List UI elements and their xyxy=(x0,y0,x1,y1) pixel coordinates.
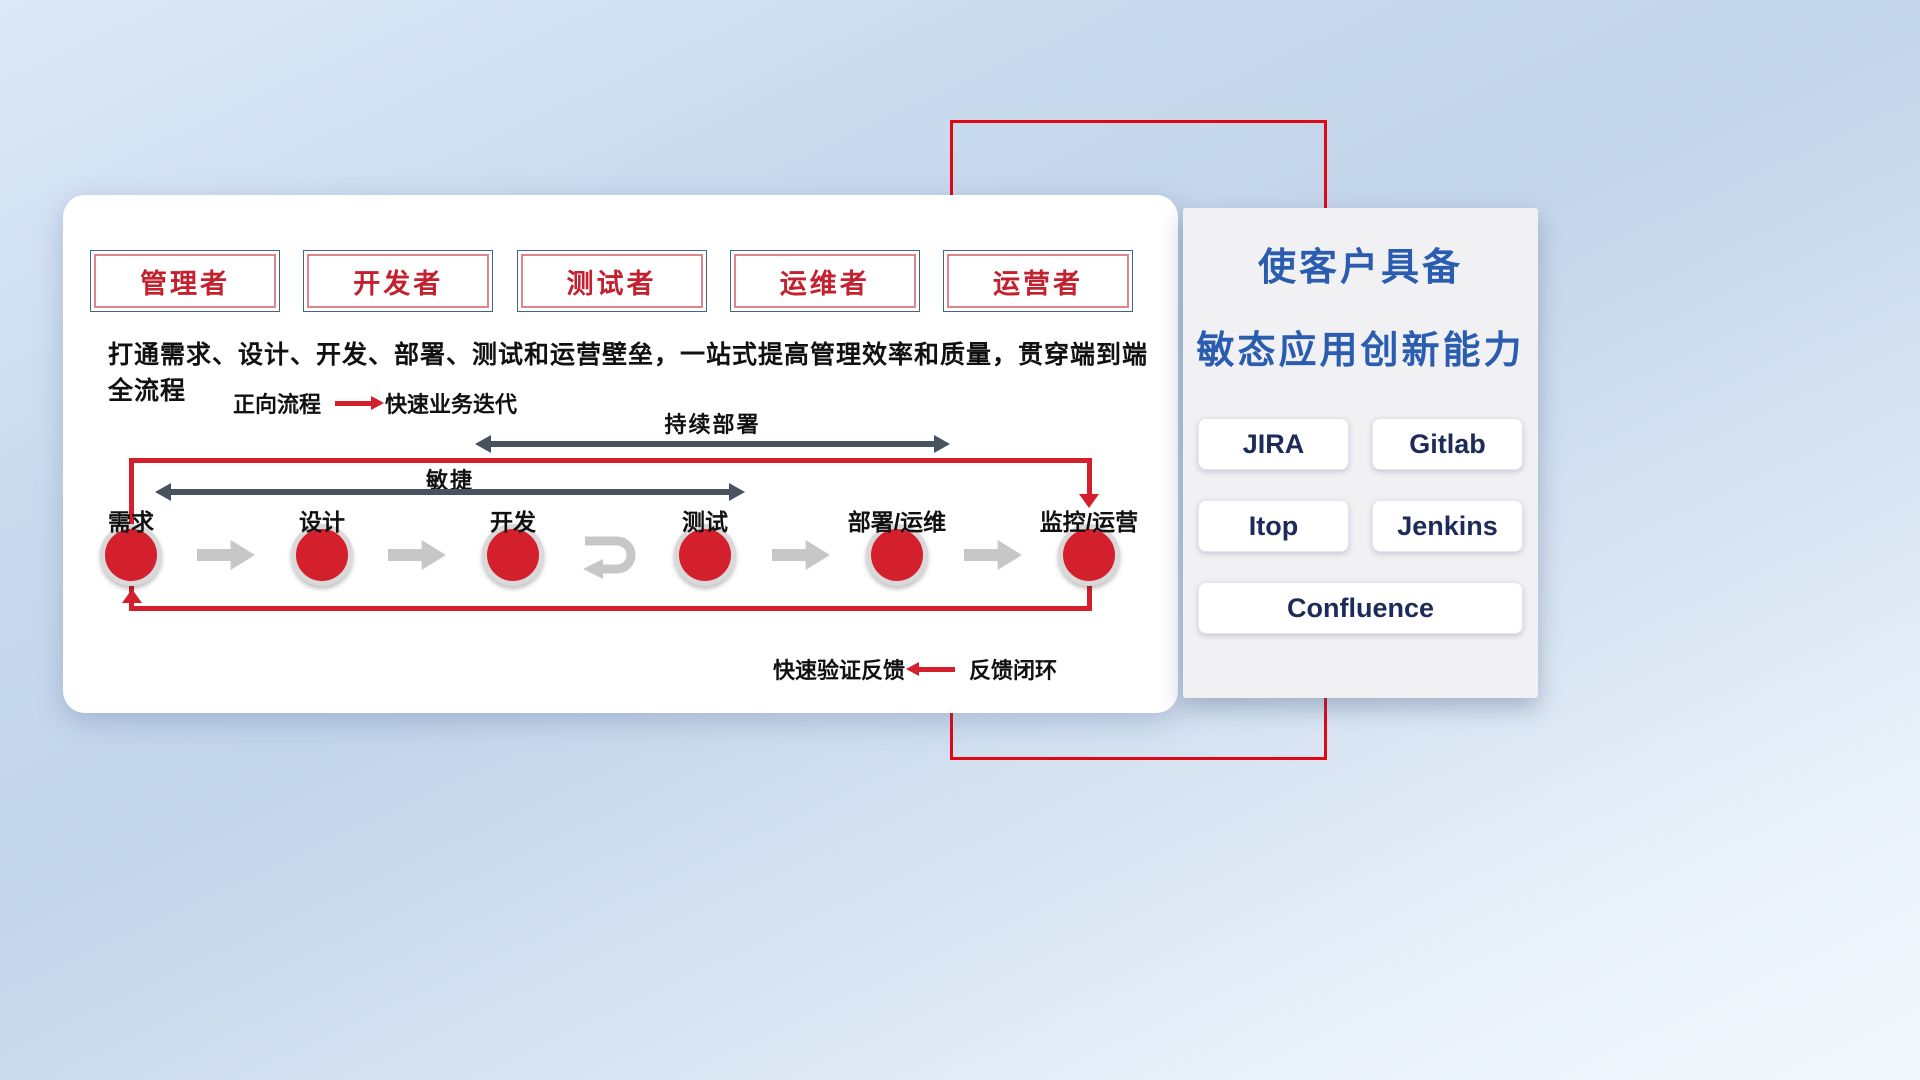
tool-chip-itop: Itop xyxy=(1198,500,1349,552)
role-box: 运营者 xyxy=(943,250,1133,312)
red-arrowhead-up-icon xyxy=(122,589,142,603)
tool-label: JIRA xyxy=(1242,428,1305,459)
stage-dot xyxy=(866,524,928,586)
feedback-arrow-icon xyxy=(906,661,956,676)
forward-arrow-icon xyxy=(335,395,385,410)
devops-flow-panel: 管理者 开发者 测试者 运维者 运营者 打通需求、设计、开发、部署、测试和运营壁… xyxy=(63,195,1178,713)
role-label: 测试者 xyxy=(566,268,657,299)
capability-side-panel: 使客户具备 敏态应用创新能力 JIRA Gitlab Itop Jenkins … xyxy=(1183,208,1538,698)
stage-label: 需求 xyxy=(108,509,154,535)
tool-chip-jenkins: Jenkins xyxy=(1372,500,1523,552)
continuous-deploy-arrow-icon xyxy=(475,435,950,453)
tool-chip-confluence: Confluence xyxy=(1198,582,1523,634)
roles-row: 管理者 开发者 测试者 运维者 运营者 xyxy=(90,250,1133,312)
legend-feedback-label: 反馈闭环 xyxy=(969,658,1058,683)
side-panel-title-line2: 敏态应用创新能力 xyxy=(1196,330,1525,372)
role-label: 运营者 xyxy=(993,268,1083,299)
tool-label: Gitlab xyxy=(1409,428,1486,459)
legend-forward: 正向流程 快速业务迭代 xyxy=(233,387,517,419)
stage-label: 监控/运营 xyxy=(1039,509,1139,535)
tool-label: Itop xyxy=(1248,510,1299,541)
tool-label: Confluence xyxy=(1286,592,1434,623)
side-panel-title-line1: 使客户具备 xyxy=(1257,247,1463,289)
stage-dot xyxy=(482,524,544,586)
agile-arrow-icon xyxy=(155,483,745,501)
flow-description: 打通需求、设计、开发、部署、测试和运营壁垒，一站式提高管理效率和质量，贯穿端到端… xyxy=(108,341,1149,405)
role-label: 管理者 xyxy=(140,268,230,299)
role-box: 测试者 xyxy=(516,250,707,312)
legend-feedback-desc: 快速验证反馈 xyxy=(773,658,906,683)
stage-dot xyxy=(1058,524,1120,586)
flow-arrow-icon xyxy=(964,540,1022,570)
role-box: 管理者 xyxy=(90,250,280,312)
flow-arrow-icon xyxy=(772,540,830,570)
stage-dot xyxy=(100,524,162,586)
stage-dot xyxy=(674,524,736,586)
iteration-loop-arrow-icon xyxy=(583,536,636,579)
legend-forward-desc: 快速业务迭代 xyxy=(385,392,518,417)
tool-label: Jenkins xyxy=(1397,510,1498,541)
red-loop-top-line xyxy=(129,458,1092,463)
role-label: 开发者 xyxy=(353,268,444,299)
flow-arrow-icon xyxy=(388,540,446,570)
red-loop-right-line xyxy=(1087,458,1092,496)
stage-label: 部署/运维 xyxy=(847,509,947,535)
stage-label: 测试 xyxy=(682,509,728,535)
continuous-deploy-label: 持续部署 xyxy=(664,412,761,437)
role-label: 运维者 xyxy=(779,268,870,299)
tool-chip-gitlab: Gitlab xyxy=(1372,418,1523,470)
tool-chip-jira: JIRA xyxy=(1198,418,1349,470)
stage-label: 开发 xyxy=(490,509,536,535)
role-box: 运维者 xyxy=(729,250,920,312)
stage-label: 设计 xyxy=(299,509,345,535)
red-arrowhead-down-icon xyxy=(1079,494,1099,508)
tools-grid: JIRA Gitlab Itop Jenkins Confluence xyxy=(1198,418,1523,634)
red-loop-right-stub xyxy=(1087,580,1092,608)
role-box: 开发者 xyxy=(303,250,494,312)
red-loop-bottom-line xyxy=(129,606,1092,611)
flow-arrow-icon xyxy=(197,540,255,570)
legend-feedback: 快速验证反馈 反馈闭环 xyxy=(773,653,1057,685)
legend-forward-label: 正向流程 xyxy=(233,392,322,417)
agile-label: 敏捷 xyxy=(425,468,474,493)
stage-dot xyxy=(291,524,353,586)
